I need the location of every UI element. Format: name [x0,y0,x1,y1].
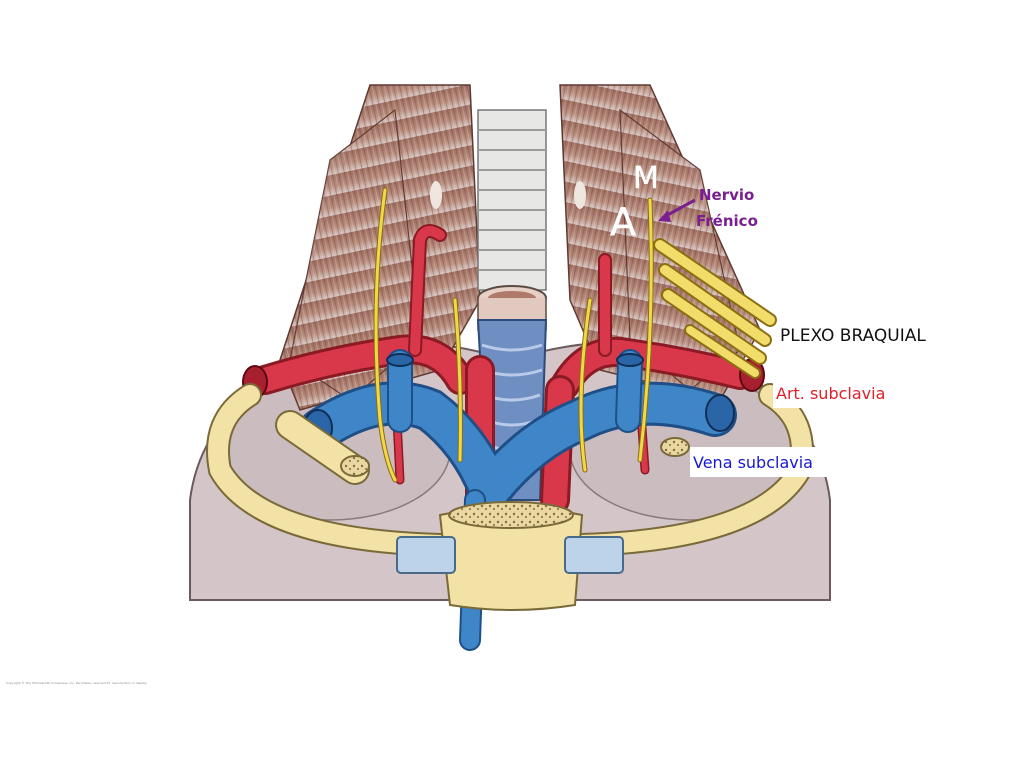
vein-cut-top-left [386,353,414,367]
label-bg-vena [690,447,835,477]
rib-cut-left [340,455,370,477]
label-nervio-line2: Frénico [696,212,758,230]
rib-cut-right [660,437,690,457]
label-vena-subclavia: Vena subclavia [693,453,813,472]
copyright-notice: Copyright © The McGraw-Hill Companies, I… [6,681,147,685]
trachea [477,109,547,339]
label-bg-arteria [773,380,908,408]
label-muscle-m: M [633,161,659,196]
label-plexo-braquial: PLEXO BRAQUIAL [780,326,926,346]
label-nervio-line1: Nervio [699,186,754,204]
brachial-plexus [653,238,777,379]
label-muscle-a: A [610,200,636,244]
sternum [396,501,624,611]
vein-cut-right [705,394,735,432]
vein-cut-top-right [616,353,644,367]
ribs [206,383,814,557]
label-art-subclavia: Art. subclavia [776,384,885,403]
nerves [373,187,654,483]
